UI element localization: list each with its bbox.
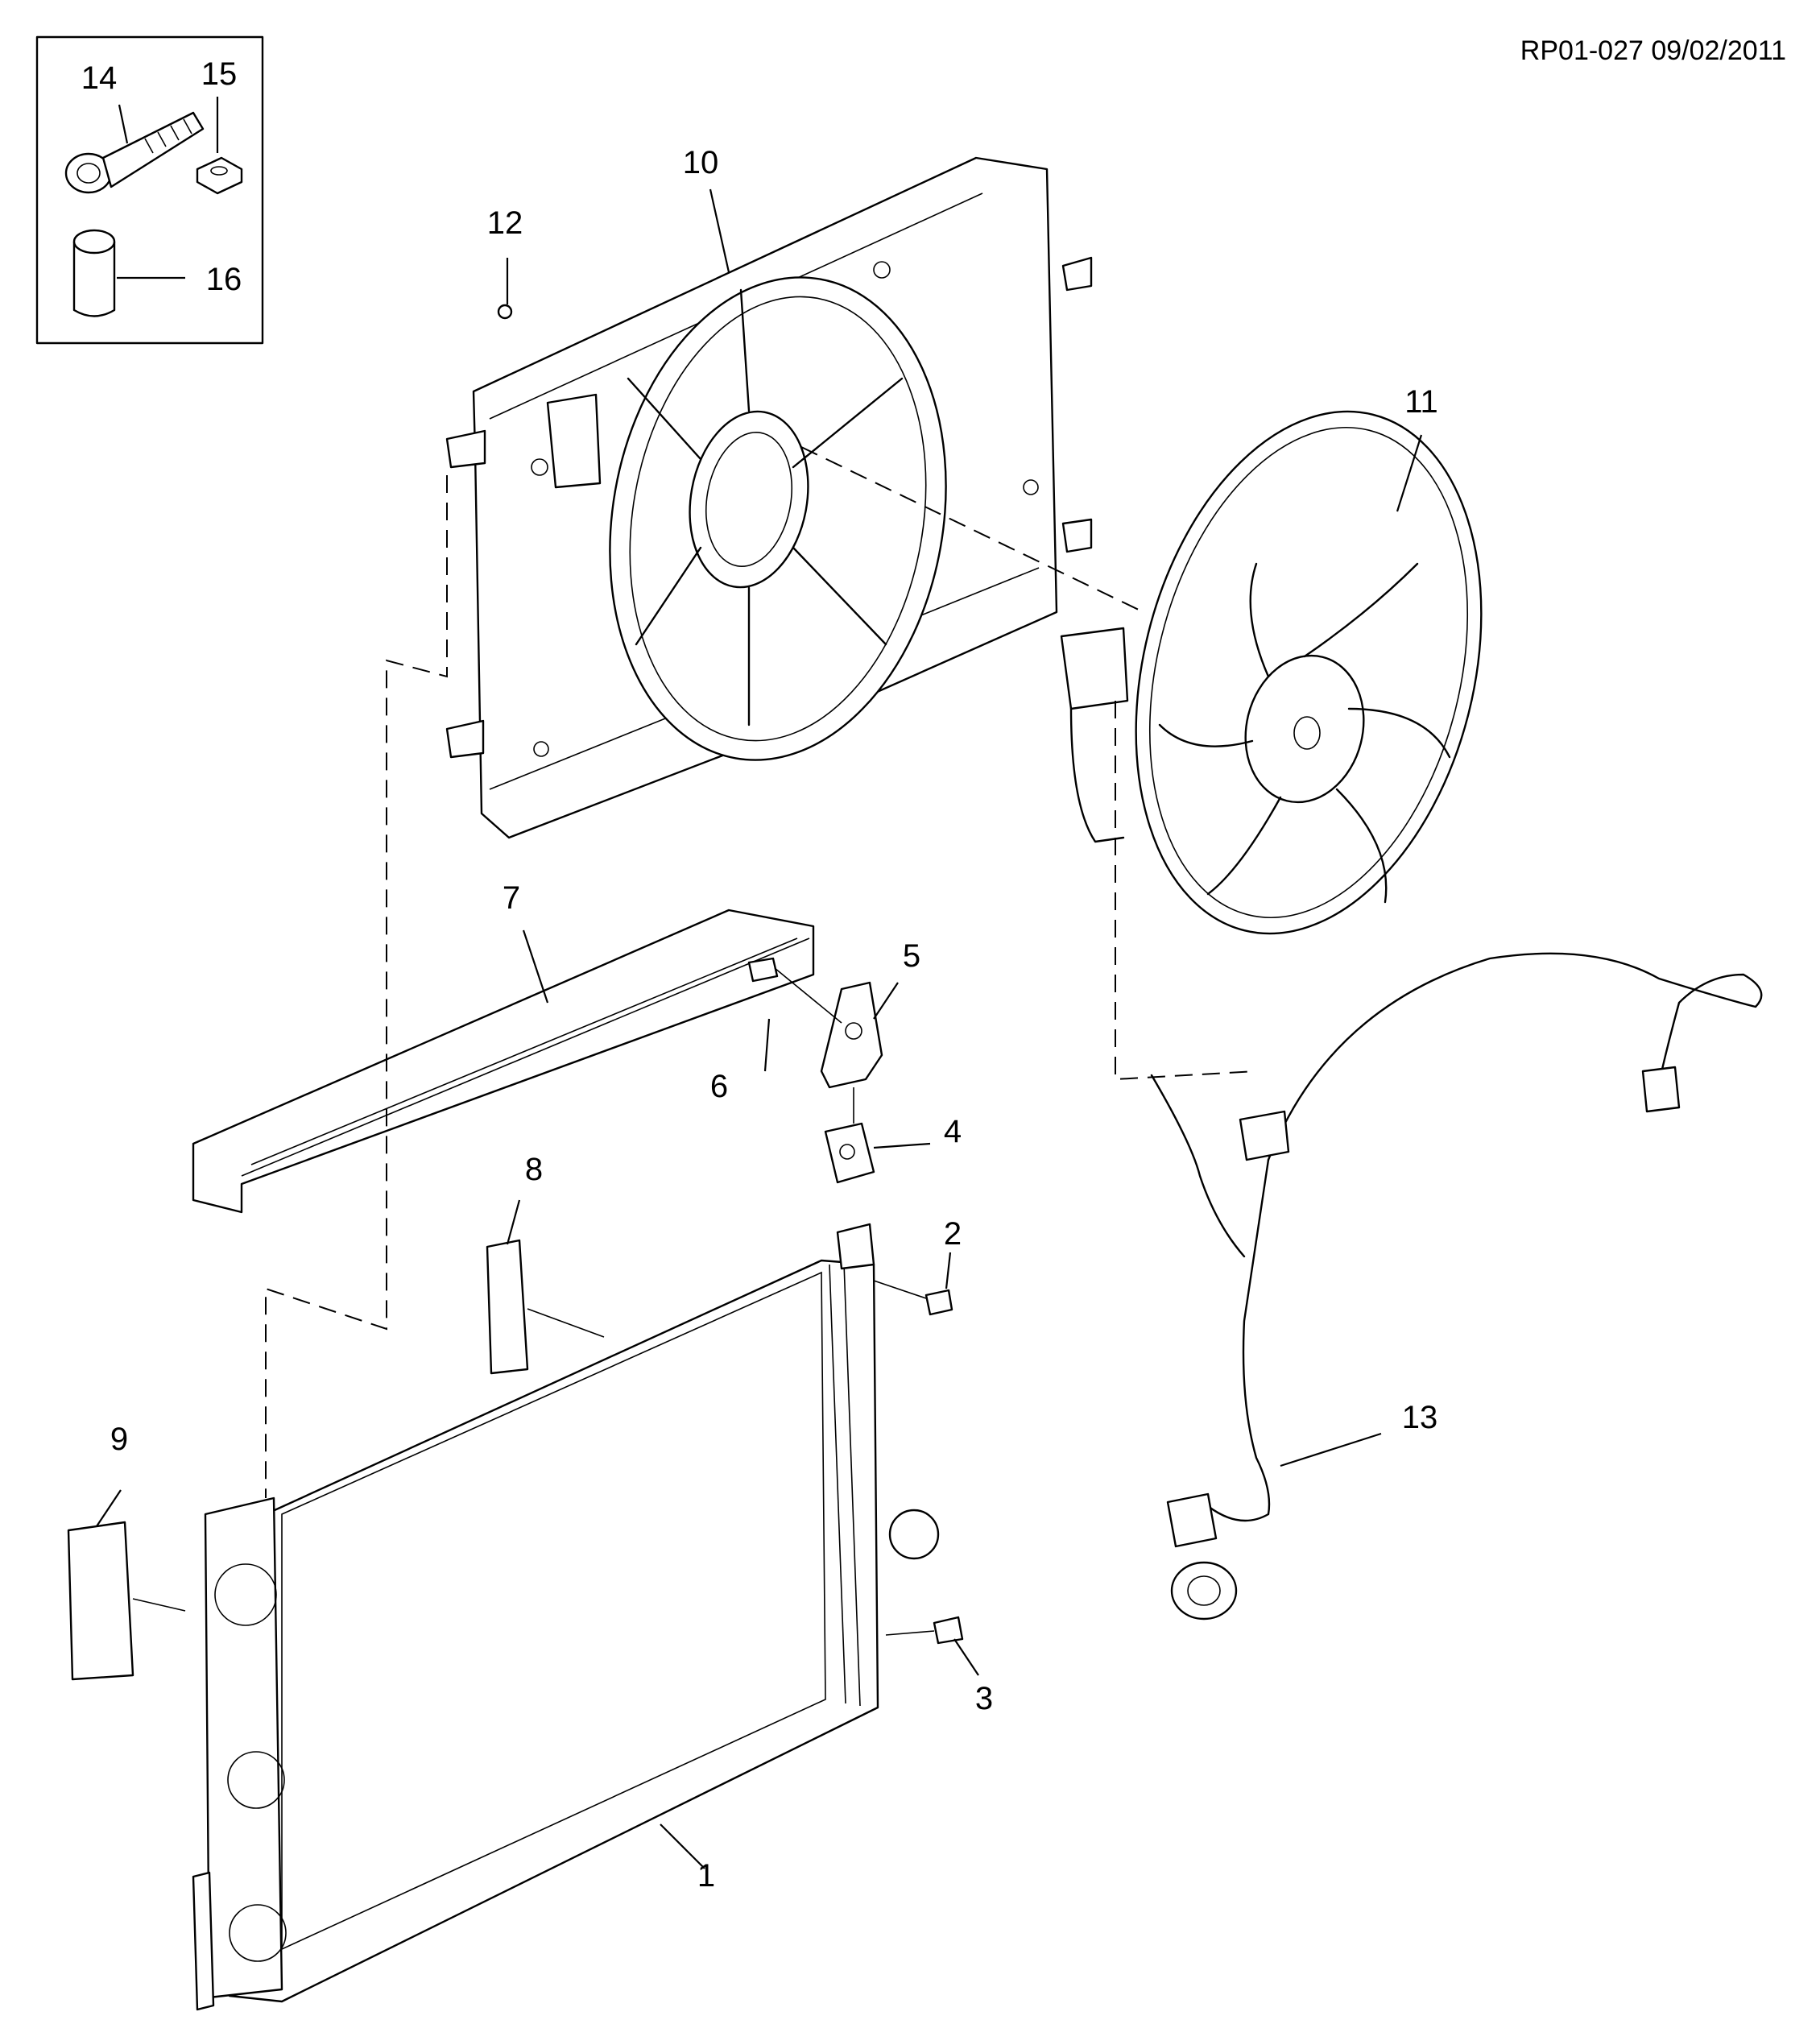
wiring-harness-13: [1150, 952, 1763, 1621]
callout-15: 15: [201, 56, 238, 92]
callout-8: 8: [525, 1152, 543, 1187]
air-deflector-7: [192, 909, 815, 1214]
callout-14: 14: [81, 60, 118, 96]
callout-5: 5: [903, 938, 920, 974]
reference-code: RP01-027 09/02/2011: [1520, 35, 1786, 66]
fan-shroud-10: [445, 156, 1093, 839]
callout-6: 6: [710, 1069, 728, 1104]
callout-12: 12: [487, 205, 523, 241]
fan-connector: [1060, 627, 1129, 843]
alignment-lines: [265, 446, 1257, 1498]
callout-9: 9: [110, 1422, 128, 1457]
callout-10: 10: [683, 145, 719, 180]
callout-labels: 1 2 3 4 5 6 7 8 9 10 11 12 13 14 15 16: [81, 56, 1438, 1894]
screw-2: [873, 1280, 953, 1316]
callout-11: 11: [1404, 384, 1438, 420]
nut-15: [196, 156, 243, 195]
callout-16: 16: [206, 262, 242, 297]
radiator-1: [192, 1223, 940, 2011]
screw-12: [497, 258, 513, 320]
seal-9: [67, 1521, 186, 1681]
callout-3: 3: [975, 1681, 993, 1716]
bracket-5: [820, 981, 883, 1089]
leader-lines: [96, 188, 1423, 1869]
fan-11: [1135, 410, 1483, 935]
hardware-inset: [35, 35, 264, 345]
callout-2: 2: [944, 1216, 962, 1252]
bolt-6: [747, 957, 842, 1024]
insulator-4: [824, 1087, 875, 1184]
seal-8: [486, 1239, 605, 1375]
callout-7: 7: [503, 880, 520, 916]
bolt-14: [64, 111, 205, 194]
spacer-16: [72, 229, 116, 317]
callout-1: 1: [697, 1858, 715, 1894]
callout-13: 13: [1402, 1400, 1438, 1435]
sensor-3: [885, 1616, 964, 1645]
callout-4: 4: [944, 1114, 962, 1149]
